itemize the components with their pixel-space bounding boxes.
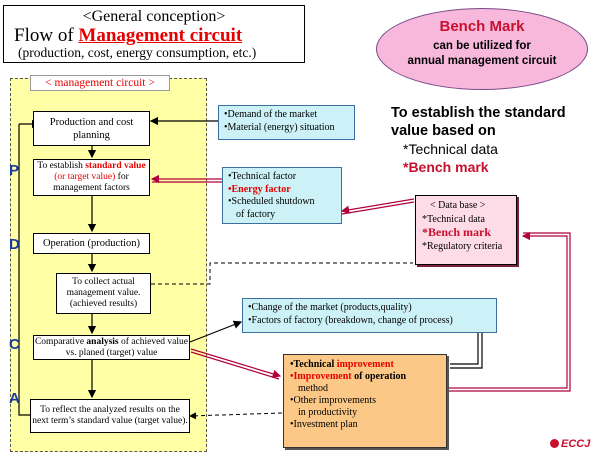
tech-line3: •Scheduled shutdown <box>228 196 315 207</box>
title-scope: (production, cost, energy consumption, e… <box>18 45 257 60</box>
planning-text: Production and cost planning <box>49 116 134 141</box>
bench-mark-line2: annual management circuit <box>407 55 557 67</box>
establish-standard-text: To establish the standard value based on… <box>391 104 599 176</box>
management-circuit-label: < management circuit > <box>30 75 170 91</box>
analysis-post: of achieved value vs. planed (target) va… <box>65 336 189 358</box>
phase-act-label: A <box>9 390 20 407</box>
establish-line1: To establish the standard <box>391 105 566 121</box>
market-box: •Demand of the market •Material (energy)… <box>218 105 355 140</box>
phase-plan-label: P <box>9 162 20 179</box>
technical-factor-box: •Technical factor •Energy factor •Schedu… <box>222 167 342 224</box>
collect-to-database-dashed <box>151 262 413 285</box>
improve-line5: in productivity <box>298 407 358 418</box>
improvement-box: •Technical improvement •Improvement of o… <box>283 354 447 448</box>
database-bench: *Bench mark <box>422 225 491 239</box>
improve-line1: •Technical improvement <box>290 359 440 371</box>
title-highlight: Management circuit <box>78 25 243 46</box>
improve-operation: of operation <box>351 371 407 382</box>
change-to-improve-arrow <box>450 333 483 369</box>
establish-item-technical: *Technical data <box>403 141 498 157</box>
improve-line4: •Other improvements <box>290 395 376 406</box>
eccj-logo-mark <box>550 439 559 448</box>
tech-line2: •Energy factor <box>228 183 291 195</box>
database-technical: *Technical data <box>422 213 485 225</box>
analysis-text: Comparative analysis of achieved value v… <box>34 337 189 359</box>
improve-operation-red: •Improvement <box>290 371 352 382</box>
standard-value-pre: To establish <box>37 161 86 171</box>
title-subheading: <General conception> <box>82 8 226 25</box>
analysis-pre: Comparative <box>34 336 87 347</box>
standard-value-box: To establish standard value (or target v… <box>33 159 150 196</box>
change-factors-box: •Change of the market (products,quality)… <box>242 298 497 333</box>
improve-to-database-arrow <box>449 231 571 392</box>
title-prefix: Flow of <box>14 25 79 46</box>
standard-value-red: standard value <box>85 161 146 171</box>
tech-line4: of factory <box>236 208 276 220</box>
eccj-logo: ECCJ <box>550 438 590 450</box>
bench-mark-heading: Bench Mark <box>439 18 525 35</box>
analysis-to-improve-arrow <box>190 348 282 380</box>
standard-value-paren: (or target value) <box>54 172 116 182</box>
phase-do-label: D <box>9 236 20 253</box>
operation-text: Operation (production) <box>42 238 141 249</box>
reflect-box: To reflect the analyzed results on the n… <box>30 399 190 433</box>
database-arrow <box>340 198 415 215</box>
collect-text: To collect actual management value. (ach… <box>66 277 141 309</box>
market-line2: •Material (energy) situation <box>224 121 335 133</box>
establish-item-bench: *Bench mark <box>403 159 489 175</box>
analysis-bold: analysis <box>86 336 119 347</box>
improve-line2: •Improvement of operation <box>290 371 440 383</box>
improve-technical: •Technical <box>290 359 337 370</box>
analysis-box: Comparative analysis of achieved value v… <box>33 335 190 360</box>
improve-to-reflect-dashed <box>189 412 283 420</box>
standard-value-text: To establish standard value (or target v… <box>34 161 149 194</box>
tech-line1: •Technical factor <box>228 171 297 182</box>
collect-box: To collect actual management value. (ach… <box>56 273 151 314</box>
reflect-text: To reflect the analyzed results on the n… <box>32 405 188 426</box>
analysis-to-change-arrow <box>189 320 243 343</box>
eccj-logo-text: ECCJ <box>561 438 591 450</box>
tech-arrow <box>150 174 222 184</box>
change-line1: •Change of the market (products,quality) <box>248 302 412 313</box>
database-heading: < Data base > <box>430 200 486 211</box>
improve-improvement: improvement <box>336 359 394 370</box>
phase-check-label: C <box>9 336 20 353</box>
database-box: < Data base > *Technical data *Bench mar… <box>415 195 517 265</box>
market-line1: •Demand of the market <box>224 109 318 120</box>
improve-line6: •Investment plan <box>290 419 358 430</box>
title-main: Flow of Management circuit <box>14 25 242 47</box>
standard-value-post: for management factors <box>53 172 130 193</box>
improve-line3: method <box>298 383 328 394</box>
operation-box: Operation (production) <box>33 233 150 254</box>
title-box: <General conception> Flow of Management … <box>3 5 305 63</box>
bench-mark-ellipse: Bench Mark can be utilized for annual ma… <box>376 8 588 90</box>
database-regulatory: *Regulatory criteria <box>422 240 503 252</box>
bench-mark-line1: can be utilized for <box>433 40 531 52</box>
planning-box: Production and cost planning <box>33 111 150 146</box>
change-line2: •Factors of factory (breakdown, change o… <box>248 314 453 326</box>
establish-line2: value based on <box>391 123 496 139</box>
